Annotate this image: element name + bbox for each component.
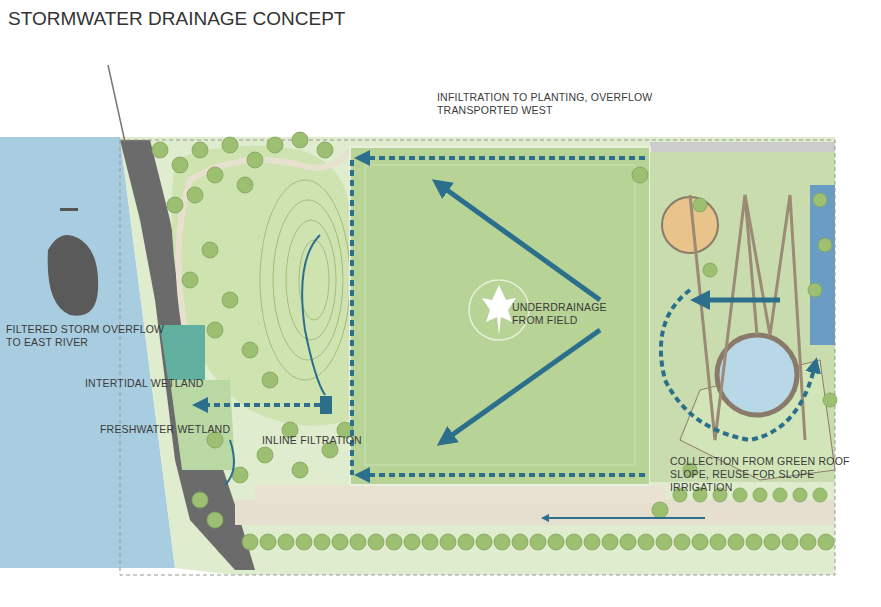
field-walk xyxy=(255,485,665,503)
island xyxy=(48,235,98,316)
annotation-label: FILTERED STORM OVERFLOW TO EAST RIVER xyxy=(6,323,166,349)
solar-panels xyxy=(810,185,835,345)
trees xyxy=(152,132,837,550)
annotation-label: FRESHWATER WETLAND xyxy=(100,423,230,436)
maple-leaf xyxy=(482,285,516,335)
intertidal-wetland xyxy=(160,325,205,380)
field-lines xyxy=(365,165,635,465)
boundary-line xyxy=(108,65,125,142)
roof-trellis xyxy=(690,195,805,440)
roof-pool xyxy=(717,335,797,415)
diagram-title: STORMWATER DRAINAGE CONCEPT xyxy=(8,8,345,30)
park-ground xyxy=(120,137,835,575)
promenade xyxy=(235,500,835,525)
pier xyxy=(60,208,78,211)
annotation-label: INFILTRATION TO PLANTING, OVERFLOW TRANS… xyxy=(437,91,707,117)
annotation-label: COLLECTION FROM GREEN ROOF SLOPE, REUSE … xyxy=(670,455,870,494)
playing-field xyxy=(350,147,650,485)
contours xyxy=(260,180,350,380)
annotation-label: INLINE FILTRATION xyxy=(262,434,362,447)
green-roof xyxy=(650,152,835,482)
annotation-label: INTERTIDAL WETLAND xyxy=(85,377,204,390)
annotation-label: UNDERDRAINAGE FROM FIELD xyxy=(512,301,602,327)
walking-path xyxy=(179,150,350,330)
site-boundary xyxy=(120,140,835,575)
roof-edge xyxy=(650,142,835,152)
filter-unit xyxy=(320,396,332,414)
